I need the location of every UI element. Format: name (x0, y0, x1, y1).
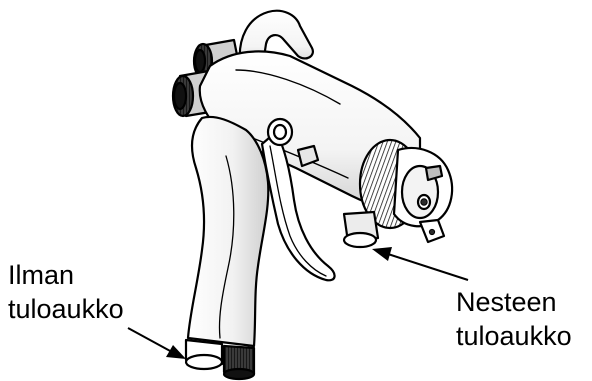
fluid-inlet-fitting (344, 212, 378, 247)
fluid-inlet-label-line1: Nesteen (456, 285, 572, 319)
fluid-inlet-label: Nesteen tuloaukko (456, 285, 572, 353)
air-cap (394, 148, 452, 226)
callout-arrows (128, 247, 468, 359)
air-inlet-label-line1: Ilman (8, 258, 124, 292)
air-inlet-label-line2: tuloaukko (8, 292, 124, 326)
air-inlet-label: Ilman tuloaukko (8, 258, 124, 326)
trigger-pivot (268, 119, 292, 145)
fluid-inlet-label-line2: tuloaukko (456, 319, 572, 353)
gun-grip (188, 117, 268, 346)
air-inlet-arrowhead (166, 345, 186, 359)
fluid-inlet-arrow (388, 254, 468, 280)
spray-gun-illustration (173, 11, 452, 379)
air-inlet-arrow (128, 328, 172, 352)
fluid-inlet-arrowhead (372, 247, 392, 261)
